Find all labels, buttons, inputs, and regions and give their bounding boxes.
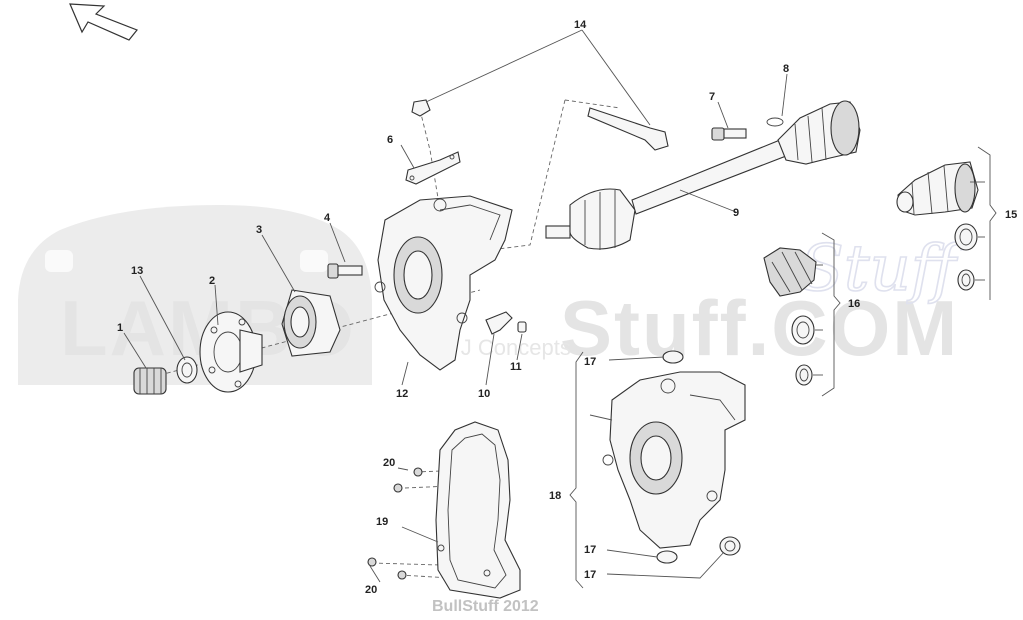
part-2-wheel-hub: [199, 311, 263, 393]
callout-17-middle: 17: [584, 544, 596, 556]
bracket-group-16: [821, 232, 841, 397]
direction-arrow-icon: [69, 3, 138, 41]
callout-7: 7: [709, 91, 715, 103]
watermark-brand-right: Stuff.COM: [560, 284, 959, 372]
callout-4: 4: [324, 212, 331, 224]
part-9-drive-shaft: [545, 139, 787, 250]
callout-18: 18: [549, 490, 561, 502]
callout-14: 14: [574, 19, 587, 31]
part-10-sensor: [485, 311, 513, 335]
callout-20-top: 20: [383, 457, 395, 469]
part-20-screws: [367, 467, 423, 580]
callout-16: 16: [848, 298, 860, 310]
callout-13: 13: [131, 265, 143, 277]
part-6-bracket: [405, 151, 461, 185]
callout-labels: 1 2 3 4 6 7 8 9 10 11 12 13 14 15 16 17 …: [117, 19, 1017, 596]
part-8-cv-boot: [766, 100, 861, 165]
part-13-washer: [176, 356, 198, 384]
callout-15: 15: [1005, 209, 1017, 221]
part-1-hub-nut: [133, 367, 167, 395]
callout-6: 6: [387, 134, 393, 146]
callout-11: 11: [510, 361, 522, 373]
callout-12: 12: [396, 388, 408, 400]
part-15-boot-kit: [896, 161, 979, 291]
leader-lines: [123, 29, 985, 583]
part-11-screw: [517, 321, 527, 333]
callout-17-top: 17: [584, 356, 596, 368]
watermark-car-silhouette: [18, 205, 372, 385]
part-14-tie-rod: [411, 99, 669, 151]
callout-3: 3: [256, 224, 262, 236]
callout-1: 1: [117, 322, 123, 334]
part-18-knuckle: [602, 371, 746, 549]
callout-10: 10: [478, 388, 490, 400]
part-16-inner-boot-kit: [763, 247, 817, 386]
watermark: LAMBO Stuff.COM & J Concepts Stuff: [18, 205, 967, 385]
part-7-bolt: [711, 127, 747, 141]
watermark-subline: & J Concepts: [440, 335, 571, 360]
part-17-bushings: [656, 350, 741, 564]
bracket-group-15: [977, 146, 997, 300]
callout-20-bottom: 20: [365, 584, 377, 596]
part-4-bolt: [327, 263, 363, 279]
callout-8: 8: [783, 63, 789, 75]
callout-17-bottom: 17: [584, 569, 596, 581]
bracket-group-18: [569, 351, 584, 589]
footer-credit: BullStuff 2012: [432, 598, 539, 615]
watermark-script: Stuff: [800, 232, 966, 306]
callout-9: 9: [733, 207, 739, 219]
part-19-heat-shield: [435, 421, 521, 599]
callout-2: 2: [209, 275, 215, 287]
callout-19: 19: [376, 516, 388, 528]
part-3-wheel-bearing: [281, 289, 341, 357]
part-12-knuckle: [374, 195, 513, 371]
